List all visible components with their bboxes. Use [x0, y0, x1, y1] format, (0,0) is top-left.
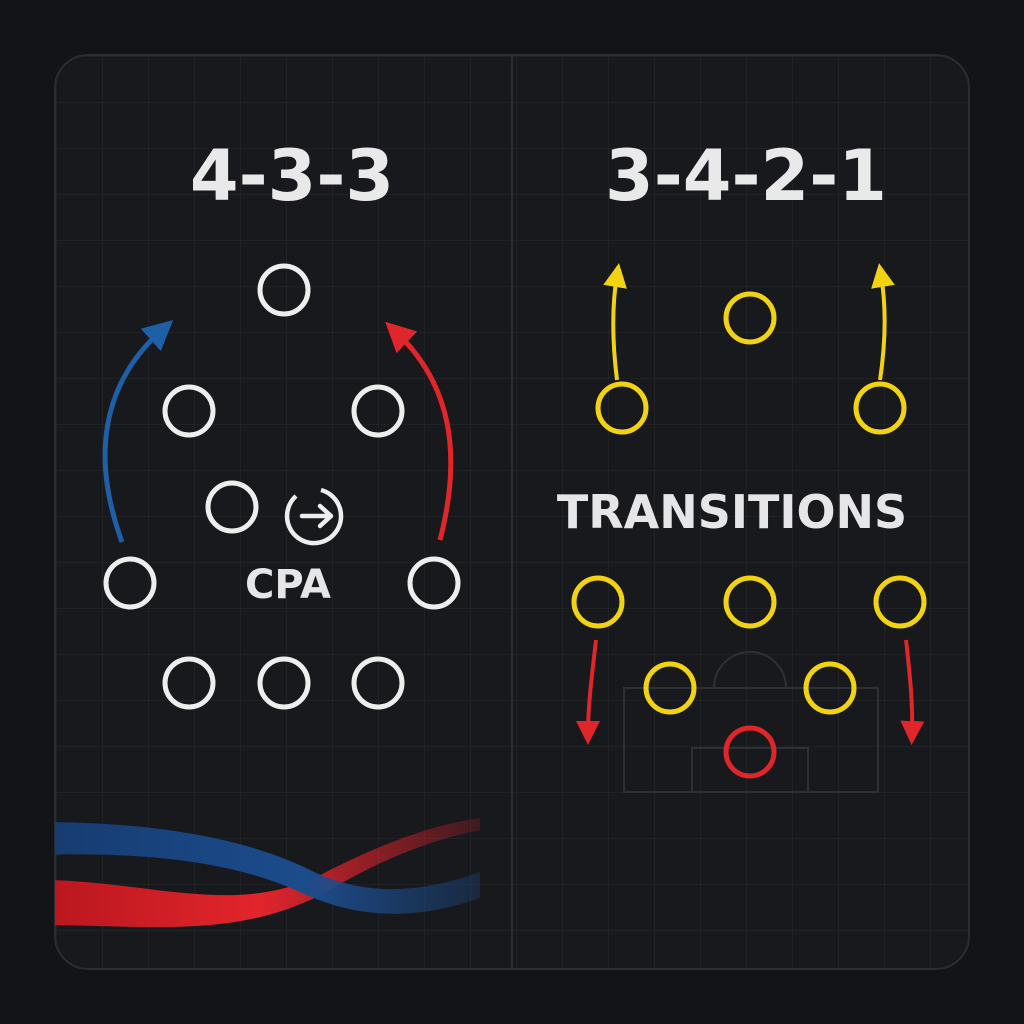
formation-title-left: 4-3-3: [190, 135, 394, 217]
player-striker[interactable]: [257, 263, 311, 317]
red-ribbon: [55, 818, 480, 928]
player-right-attacker[interactable]: [853, 381, 907, 435]
left-down-arrow: [576, 639, 601, 745]
center-label: CPA: [245, 562, 331, 608]
player-defender-right[interactable]: [351, 656, 405, 710]
right-up-arrow: [871, 263, 895, 381]
player-defender-center[interactable]: [257, 656, 311, 710]
player-center-mid[interactable]: [723, 575, 777, 629]
player-left-attacker[interactable]: [595, 381, 649, 435]
player-left-forward[interactable]: [162, 384, 216, 438]
arrow-circle-icon: [284, 487, 344, 546]
player-goalkeeper[interactable]: [723, 725, 777, 779]
player-right-back[interactable]: [407, 556, 461, 610]
ribbon-decoration: [55, 818, 480, 928]
transitions-label: TRANSITIONS: [557, 485, 907, 539]
player-center-forward[interactable]: [723, 291, 777, 345]
penalty-area: [623, 651, 879, 793]
right-down-arrow: [900, 639, 925, 745]
player-left-mid[interactable]: [571, 575, 625, 629]
player-left-back[interactable]: [103, 556, 157, 610]
player-right-mid[interactable]: [873, 575, 927, 629]
blue-ribbon: [55, 822, 480, 914]
player-left-center-back[interactable]: [643, 661, 697, 715]
right-formation-players: [571, 291, 927, 715]
player-right-center-back[interactable]: [803, 661, 857, 715]
left-formation-players: [103, 263, 461, 710]
player-right-forward[interactable]: [351, 384, 405, 438]
formation-title-right: 3-4-2-1: [605, 135, 887, 217]
left-up-arrow: [603, 263, 627, 381]
player-midfielder[interactable]: [205, 480, 259, 534]
left-wing-arrow: [102, 320, 174, 543]
player-defender-left[interactable]: [162, 656, 216, 710]
right-wing-arrow: [385, 321, 454, 541]
